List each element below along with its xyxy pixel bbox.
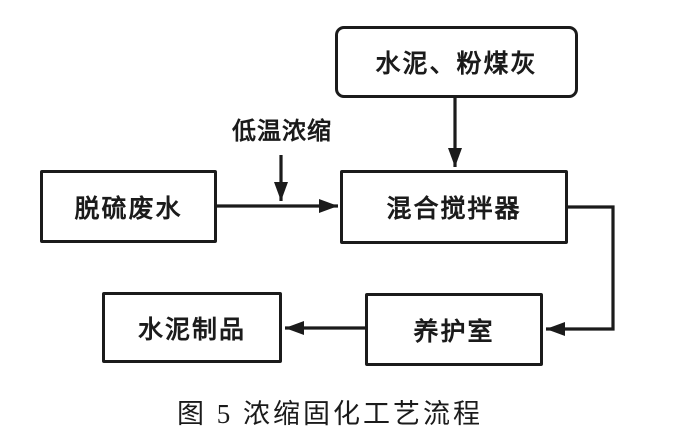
node-label: 脱硫废水	[74, 194, 183, 223]
node-cement-flyash: 水泥、粉煤灰	[335, 26, 578, 98]
node-curing-room: 养护室	[365, 293, 543, 366]
node-desulfurization-wastewater: 脱硫废水	[40, 170, 217, 243]
figure-caption: 图 5 浓缩固化工艺流程	[177, 399, 483, 429]
arrow-mixer-to-curing	[546, 205, 615, 336]
node-label: 混合搅拌器	[386, 195, 522, 223]
node-cement-products: 水泥制品	[102, 292, 282, 363]
low-temp-concentration-label: 低温浓缩	[232, 118, 332, 145]
node-mixer: 混合搅拌器	[340, 170, 568, 244]
node-label: 养护室	[413, 317, 495, 346]
node-label: 水泥制品	[137, 315, 246, 344]
node-label: 水泥、粉煤灰	[375, 50, 538, 78]
